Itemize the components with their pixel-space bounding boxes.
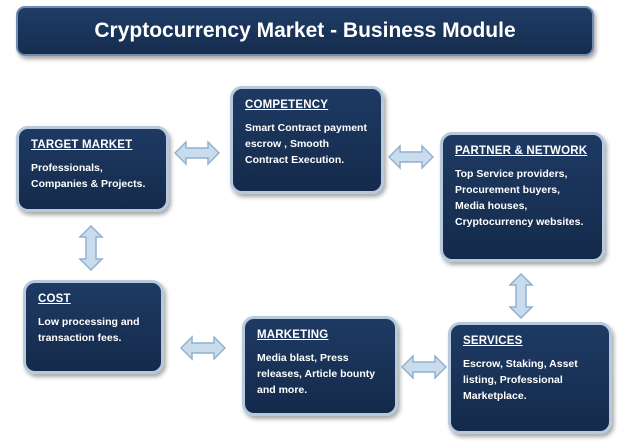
competency-line: Smart Contract payment [245, 122, 367, 134]
target-market-line: Professionals, [31, 162, 103, 174]
marketing-line: Media blast, Press [257, 352, 349, 364]
double-arrow-vertical-icon [508, 273, 534, 319]
competency-line: escrow , Smooth [245, 138, 330, 150]
cost-box: COST Low processing and transaction fees… [23, 280, 164, 374]
competency-line: Contract Execution. [245, 154, 345, 166]
double-arrow-vertical-icon [78, 225, 104, 271]
competency-box: COMPETENCY Smart Contract payment escrow… [230, 86, 384, 194]
target-market-title: TARGET MARKET [31, 139, 133, 151]
double-arrow-horizontal-icon [401, 354, 447, 380]
partner-network-line: Cryptocurrency websites. [455, 216, 584, 228]
partner-network-line: Procurement buyers, [455, 184, 561, 196]
target-market-line: Companies & Projects. [31, 178, 146, 190]
cost-line: Low processing and [38, 316, 140, 328]
services-line: listing, Professional [463, 374, 563, 386]
double-arrow-horizontal-icon [388, 144, 434, 170]
target-market-box: TARGET MARKET Professionals, Companies &… [16, 126, 169, 212]
double-arrow-horizontal-icon [180, 335, 226, 361]
partner-network-box: PARTNER & NETWORK Top Service providers,… [440, 132, 605, 262]
partner-network-line: Top Service providers, [455, 168, 568, 180]
double-arrow-horizontal-icon [174, 140, 220, 166]
marketing-line: releases, Article bounty [257, 368, 376, 380]
marketing-box: MARKETING Media blast, Press releases, A… [242, 316, 398, 416]
marketing-line: and more. [257, 384, 308, 396]
diagram-title: Cryptocurrency Market - Business Module [16, 6, 594, 56]
services-line: Escrow, Staking, Asset [463, 358, 578, 370]
marketing-title: MARKETING [257, 329, 329, 341]
partner-network-line: Media houses, [455, 200, 528, 212]
partner-network-title: PARTNER & NETWORK [455, 145, 588, 157]
services-title: SERVICES [463, 335, 523, 347]
services-box: SERVICES Escrow, Staking, Asset listing,… [448, 322, 612, 434]
cost-title: COST [38, 293, 71, 305]
competency-title: COMPETENCY [245, 99, 329, 111]
cost-line: transaction fees. [38, 332, 122, 344]
services-line: Marketplace. [463, 390, 527, 402]
